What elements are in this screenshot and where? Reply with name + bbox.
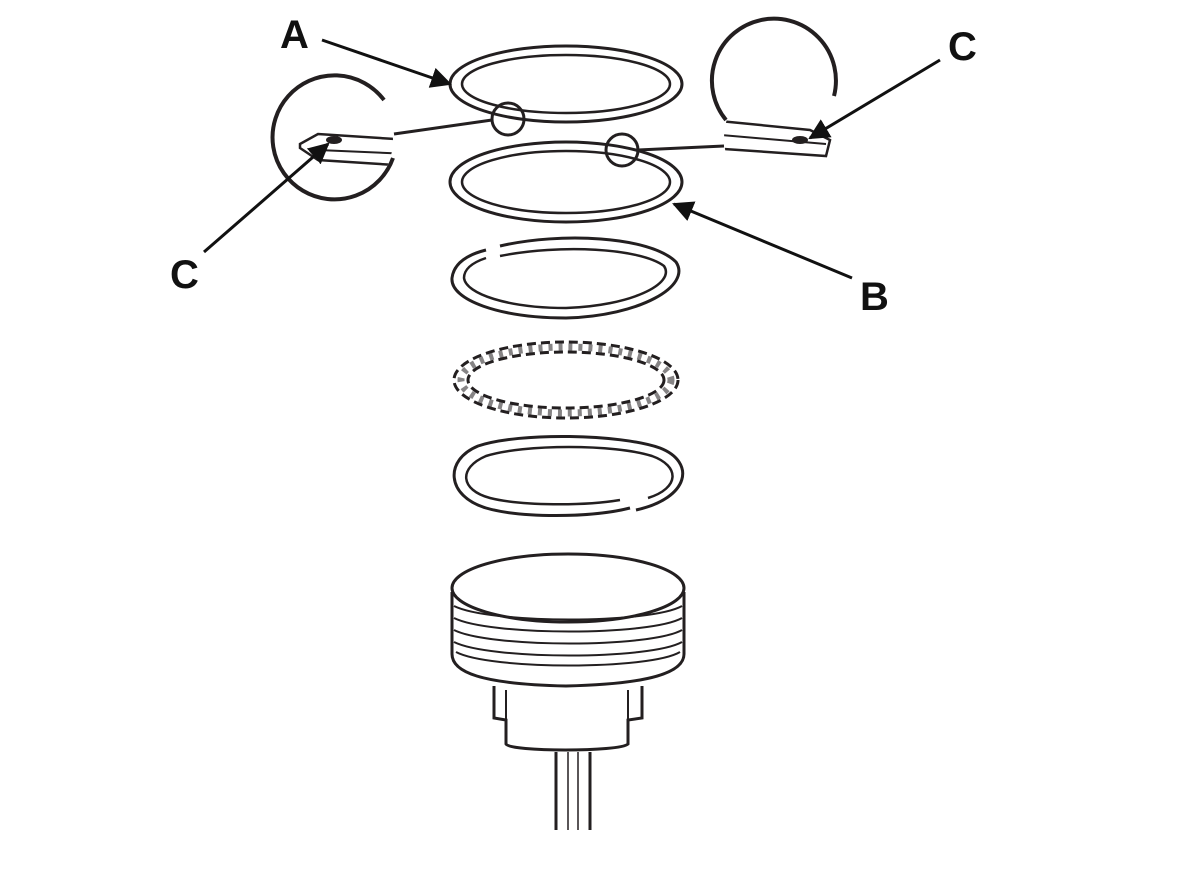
label-c-right: C	[948, 25, 977, 69]
right-zoom-detail	[709, 16, 838, 158]
oil-ring-lower-rail	[452, 435, 685, 517]
label-c-left: C	[170, 253, 199, 297]
leader-arrow-b	[672, 201, 853, 280]
piston	[450, 552, 686, 830]
leader-arrow-c-right	[808, 58, 941, 140]
label-a: A	[280, 13, 309, 57]
top-ring-a	[448, 44, 684, 124]
connector-line-right	[637, 144, 725, 152]
connector-line-left	[393, 118, 493, 136]
leader-arrow-a	[321, 38, 452, 88]
oil-ring-upper-rail	[450, 236, 681, 320]
leader-arrow-c-left	[203, 142, 330, 254]
oil-ring-expander	[452, 340, 680, 420]
left-zoom-detail	[270, 73, 395, 202]
label-b: B	[860, 275, 889, 319]
second-ring-b	[448, 140, 684, 224]
ring-a-end-marker	[490, 101, 526, 137]
